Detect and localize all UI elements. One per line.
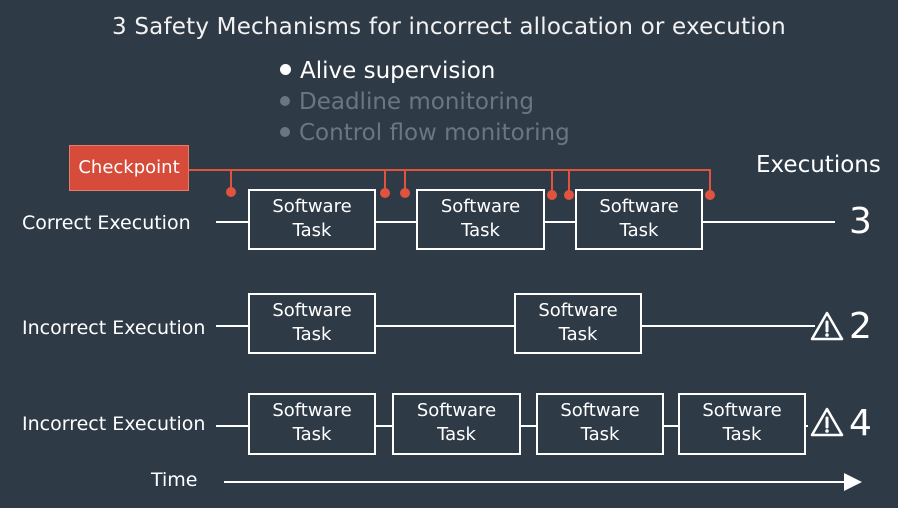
bullet-dot xyxy=(280,126,290,137)
checkpoint-marker xyxy=(705,190,715,200)
bullet-label: Deadline monitoring xyxy=(299,89,534,115)
task-line-1: Software xyxy=(538,300,618,321)
task-line-2: Task xyxy=(580,424,620,445)
task-line-1: Software xyxy=(272,400,352,421)
checkpoint-marker xyxy=(547,190,557,200)
warning-triangle-icon xyxy=(810,407,844,437)
task-line-1: Software xyxy=(440,196,521,217)
execution-count-correct: 3 xyxy=(849,201,872,242)
checkpoint-marker xyxy=(226,187,236,197)
task-line-2: Task xyxy=(437,424,476,445)
bullet-dot xyxy=(280,95,290,106)
task-line-1: Software xyxy=(560,400,640,421)
bullet-label: Alive supervision xyxy=(300,58,496,84)
warning-triangle-icon xyxy=(810,311,844,341)
task-line-2: Task xyxy=(292,220,332,241)
task-line-2: Task xyxy=(292,424,332,445)
bullet-control-flow-monitoring: Control flow monitoring xyxy=(280,118,570,149)
slide-title: 3 Safety Mechanisms for incorrect alloca… xyxy=(112,14,786,40)
bullet-dot xyxy=(280,64,291,75)
bullet-label: Control flow monitoring xyxy=(299,120,570,146)
time-axis-label: Time xyxy=(151,469,198,491)
executions-header: Executions xyxy=(756,152,881,178)
task-line-1: Software xyxy=(599,196,679,217)
row-label-correct-execution: Correct Execution xyxy=(22,212,191,234)
task-line-2: Task xyxy=(619,220,659,241)
checkpoint-markers xyxy=(226,187,715,200)
task-line-1: Software xyxy=(272,300,352,321)
task-line-2: Task xyxy=(292,324,332,345)
execution-count-incorrect-1: 2 xyxy=(849,306,872,347)
execution-count-incorrect-2: 4 xyxy=(849,403,872,444)
bullet-alive-supervision: Alive supervision xyxy=(280,56,570,87)
mechanism-list: Alive supervision Deadline monitoring Co… xyxy=(280,56,570,149)
bullet-deadline-monitoring: Deadline monitoring xyxy=(280,87,570,118)
task-line-2: Task xyxy=(722,424,762,445)
task-line-1: Software xyxy=(416,400,497,421)
checkpoint-marker xyxy=(380,188,390,198)
task-line-2: Task xyxy=(558,324,598,345)
time-arrow xyxy=(224,473,862,491)
arrow-right-icon xyxy=(844,473,862,491)
task-line-1: Software xyxy=(702,400,782,421)
checkpoint-marker xyxy=(400,188,410,198)
checkpoint-box: Checkpoint xyxy=(69,145,189,191)
checkpoint-marker xyxy=(564,190,574,200)
row-label-incorrect-execution: Incorrect Execution xyxy=(22,413,206,435)
row-label-incorrect-execution: Incorrect Execution xyxy=(22,317,206,339)
task-line-2: Task xyxy=(461,220,500,241)
task-line-1: Software xyxy=(272,196,352,217)
